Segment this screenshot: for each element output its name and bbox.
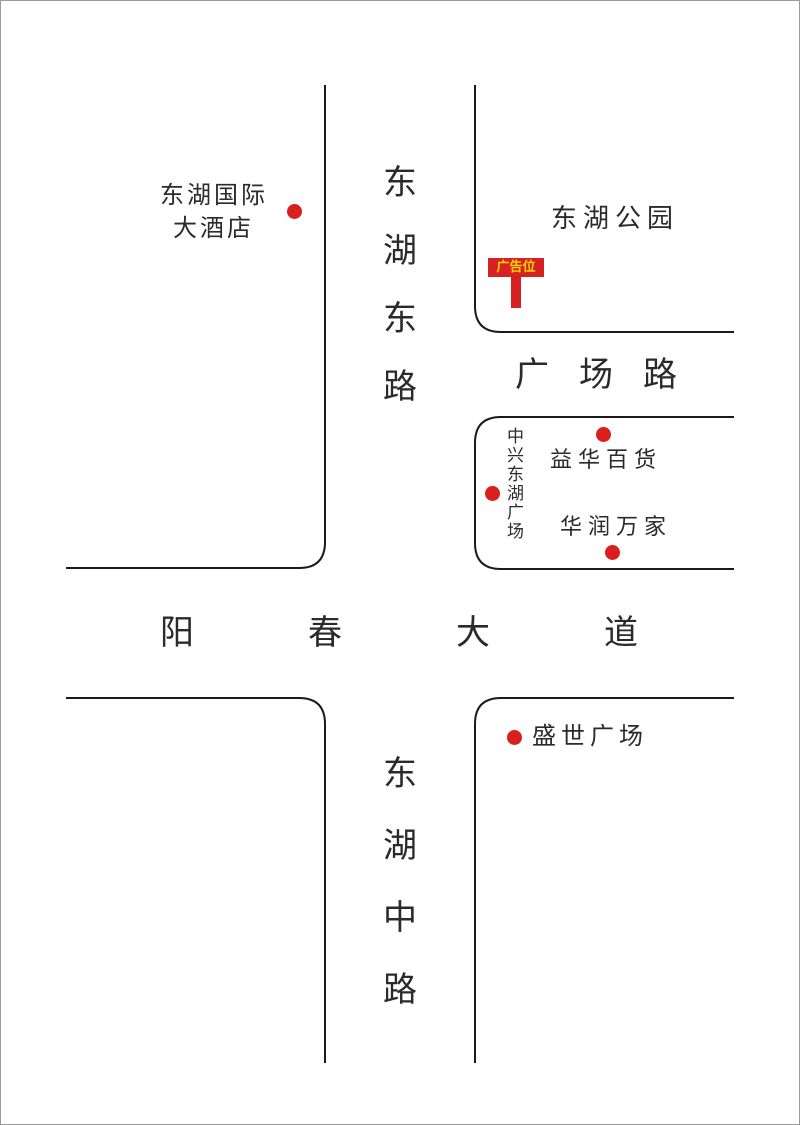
- road-label-char: 路: [383, 367, 417, 407]
- poi-label-char: 兴: [507, 446, 524, 466]
- poi-marker-huarun[interactable]: [605, 545, 620, 560]
- poi-marker-shengshi[interactable]: [507, 730, 522, 745]
- road-label-char: 中: [383, 898, 417, 938]
- poi-marker-yihua[interactable]: [596, 427, 611, 442]
- road-edge-southeast: [474, 697, 734, 1063]
- poi-marker-hotel[interactable]: [287, 204, 302, 219]
- road-edge-mall-block: [474, 416, 734, 570]
- road-label-char: 东: [383, 299, 417, 339]
- poi-label-char: 场: [507, 522, 524, 542]
- road-label-yangchun: 阳春大道: [160, 613, 752, 653]
- road-label-char: 湖: [383, 231, 417, 271]
- road-label-char: 路: [383, 970, 417, 1010]
- ad-sign: 广告位: [488, 258, 544, 277]
- road-edge-park-block: [474, 85, 734, 333]
- poi-label-huarun: 华润万家: [560, 515, 673, 540]
- road-edge-northwest: [66, 85, 326, 569]
- poi-label-hotel-line2: 大酒店: [173, 214, 254, 242]
- poi-label-park: 东湖公园: [551, 204, 680, 234]
- poi-label-char: 湖: [507, 484, 524, 504]
- poi-label-hotel-line1: 东湖国际: [160, 181, 268, 209]
- poi-label-yihua: 益华百货: [550, 448, 663, 473]
- poi-label-char: 东: [507, 465, 524, 485]
- poi-marker-zhongxing[interactable]: [485, 486, 500, 501]
- poi-label-char: 中: [507, 427, 524, 447]
- poi-label-shengshi: 盛世广场: [532, 722, 648, 750]
- poi-label-char: 广: [507, 503, 524, 523]
- road-label-char: 湖: [383, 826, 417, 866]
- road-label-char: 东: [383, 754, 417, 794]
- road-edge-southwest: [66, 697, 326, 1063]
- road-label-donghu-east: 东 湖 东 路: [383, 166, 417, 404]
- road-label-donghu-middle: 东 湖 中 路: [383, 757, 417, 1007]
- road-label-guangchang: 广场路: [515, 355, 707, 395]
- road-label-char: 东: [383, 163, 417, 203]
- ad-sign-pole: [511, 277, 521, 308]
- poi-label-zhongxing: 中 兴 东 湖 广 场: [507, 428, 524, 542]
